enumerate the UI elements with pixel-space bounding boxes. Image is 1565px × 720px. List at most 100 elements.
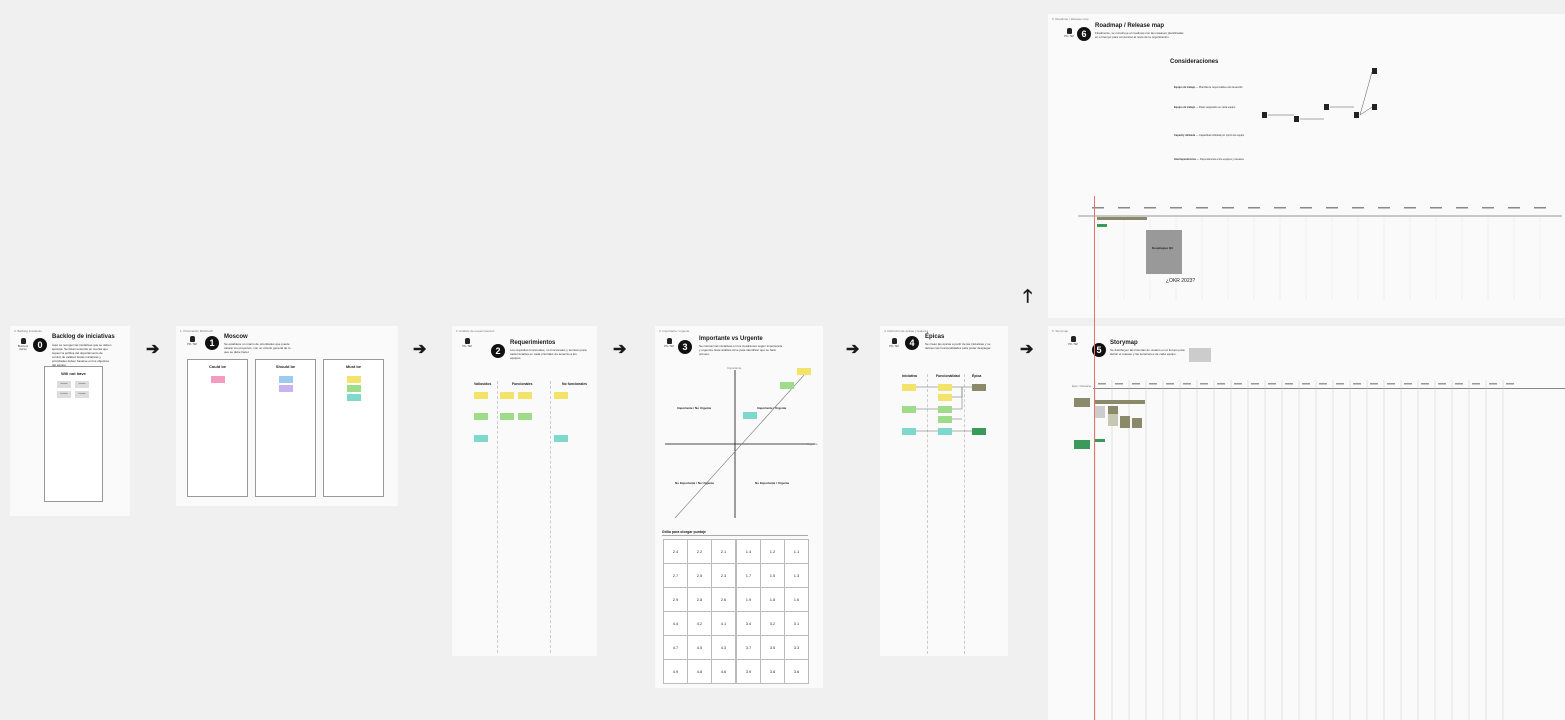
moscow-sticky[interactable] [347, 376, 361, 383]
backlog-sticky[interactable]: Iniciativa [57, 391, 71, 398]
score-grid-cell: 4.9 [663, 659, 688, 684]
storymap-story[interactable] [1132, 418, 1142, 428]
backlog-sticky[interactable]: Iniciativa [57, 381, 71, 388]
roadmap-milestone[interactable] [1146, 230, 1182, 274]
phase-0-title: Backlog de iniciativas [52, 334, 115, 340]
score-grid-cell: 1.2 [760, 539, 785, 564]
moscow-sticky[interactable] [279, 376, 293, 383]
arrow-right-icon: ➔ [846, 341, 860, 358]
epic-sticky[interactable] [938, 428, 952, 435]
score-grid-cell: 2.3 [711, 563, 736, 588]
storymap-epic[interactable] [1074, 440, 1090, 449]
person-icon [1066, 28, 1072, 34]
person-icon [189, 336, 195, 342]
epic-sticky[interactable] [902, 384, 916, 391]
epic-sticky[interactable] [972, 428, 986, 435]
epic-sticky[interactable] [902, 428, 916, 435]
moscow-sticky[interactable] [279, 385, 293, 392]
moscow-column-title: Could be [208, 364, 227, 369]
roadmap-month-header [1274, 207, 1286, 209]
storymap-column-header [1268, 383, 1276, 385]
req-sticky[interactable] [554, 435, 568, 442]
phase-2-desc: Los requisitos funcionales, no funcional… [510, 348, 587, 360]
req-sticky[interactable] [474, 392, 488, 399]
storymap-story[interactable] [1108, 414, 1118, 426]
storymap-column-header [1438, 383, 1446, 385]
score-grid-cell: 4.5 [687, 635, 712, 660]
req-sticky[interactable] [500, 413, 514, 420]
phase-6-desc: Finalmente, se construye el roadmap con … [1095, 31, 1184, 39]
storymap-column-header [1098, 383, 1106, 385]
storymap-column-header [1336, 383, 1344, 385]
score-grid-cell: 2.6 [711, 587, 736, 612]
storymap-thumbnail [1189, 348, 1211, 362]
req-sticky[interactable] [474, 435, 488, 442]
person-icon [464, 338, 470, 344]
storymap-grid [1094, 380, 1514, 720]
roadmap-release-bar[interactable] [1097, 217, 1147, 220]
quadrant-label: No Importante / Urgente [755, 481, 790, 485]
epic-sticky[interactable] [938, 416, 952, 423]
score-grid-cell: 2.1 [711, 539, 736, 564]
score-grid-cell: 3.8 [760, 659, 785, 684]
score-grid-cell: 1.4 [736, 539, 761, 564]
phase-2-title: Requerimientos [510, 340, 556, 346]
phase-0-frame: 0. Backlog iniciativas Business Owner 0 … [10, 326, 130, 516]
phase-4-role: PO / SM [887, 338, 901, 348]
backlog-sticky[interactable]: Iniciativa [75, 391, 89, 398]
person-icon [891, 338, 897, 344]
storymap-story[interactable] [1095, 406, 1105, 418]
roadmap-month-header [1404, 207, 1416, 209]
storymap-column-header [1404, 383, 1412, 385]
quadrant-label: No Importante / No Urgente [675, 481, 715, 485]
moscow-sticky[interactable] [347, 394, 361, 401]
phase-4-number: 4 [905, 336, 919, 350]
storymap-story[interactable] [1095, 400, 1145, 404]
phase-5-role: PO / SM [1066, 336, 1080, 346]
backlog-column: Will not have Iniciativa Iniciativa Inic… [44, 366, 103, 502]
moscow-sticky[interactable] [211, 376, 225, 383]
moscow-column-title: Should be [275, 364, 296, 369]
epic-sticky[interactable] [938, 406, 952, 413]
req-sticky[interactable] [500, 392, 514, 399]
roadmap-month-header [1300, 207, 1312, 209]
phase-4-desc: Se crean las épicas a partir de las inic… [925, 342, 992, 350]
moscow-column-title: Must be [345, 364, 362, 369]
storymap-story[interactable] [1095, 439, 1105, 442]
arrow-right-icon: ➔ [413, 341, 427, 358]
epic-sticky[interactable] [938, 394, 952, 401]
storymap-story[interactable] [1108, 406, 1118, 418]
backlog-sticky[interactable]: Iniciativa [75, 381, 89, 388]
roadmap-month-header [1482, 207, 1494, 209]
req-sticky[interactable] [474, 413, 488, 420]
epic-sticky[interactable] [938, 384, 952, 391]
roadmap-month-header [1456, 207, 1468, 209]
epic-sticky[interactable] [972, 384, 986, 391]
considerations-row: Equipo de trabajo — Roles asignados en c… [1174, 106, 1236, 109]
phase-3-caption: 3. Importante / urgente [659, 329, 690, 333]
roadmap-release-bar[interactable] [1097, 224, 1107, 227]
moscow-sticky[interactable] [347, 385, 361, 392]
score-grid-cell: 2.7 [663, 563, 688, 588]
req-sticky[interactable] [554, 392, 568, 399]
roadmap-month-header [1430, 207, 1442, 209]
roadmap-month-header [1196, 207, 1208, 209]
score-grid-cell: 3.5 [760, 635, 785, 660]
epic-sticky[interactable] [902, 406, 916, 413]
req-sticky[interactable] [518, 392, 532, 399]
req-sticky[interactable] [518, 413, 532, 420]
epic-column-title: Iniciativa [902, 374, 917, 378]
storymap-column-header [1319, 383, 1327, 385]
moscow-column-should: Should be [255, 359, 316, 497]
epic-column-title: Épica [972, 374, 982, 378]
phase-2-number: 2 [491, 344, 505, 358]
storymap-story[interactable] [1120, 416, 1130, 428]
storymap-column-header [1251, 383, 1259, 385]
storymap-epic[interactable] [1074, 398, 1090, 407]
